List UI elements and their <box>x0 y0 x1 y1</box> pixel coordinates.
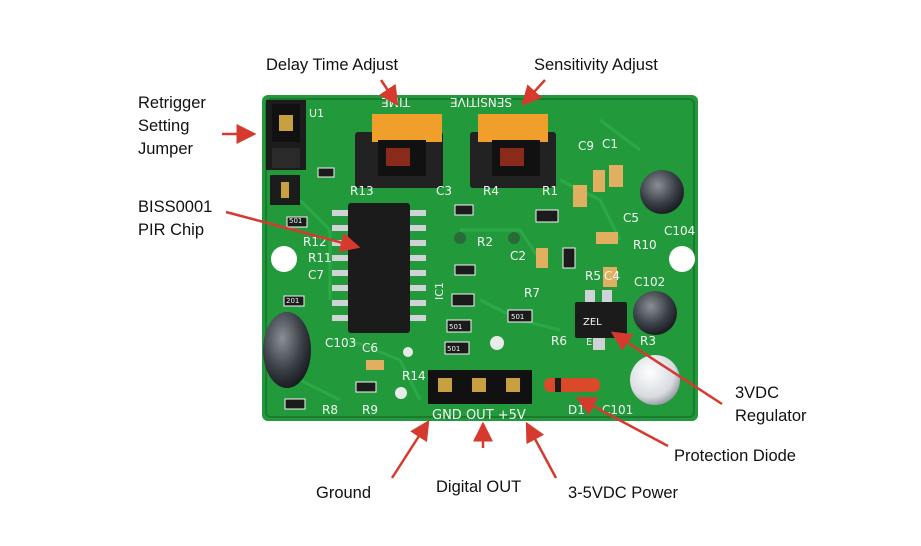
label-retrigger-line3: Jumper <box>138 140 194 158</box>
header-pins <box>428 370 532 404</box>
arrow-sensitivity <box>521 79 546 106</box>
silk-r8: R8 <box>322 403 338 417</box>
label-ground: Ground <box>316 484 372 502</box>
label-biss-line1: BISS0001 <box>138 198 213 216</box>
silk-c103: C103 <box>325 336 356 350</box>
label-protection-diode: Protection Diode <box>674 447 796 465</box>
capacitor-c101 <box>630 355 680 405</box>
label-3vdc-regulator: 3VDC Regulator <box>735 382 807 428</box>
arrow-protection-diode <box>575 396 669 448</box>
biss0001-chip <box>332 203 426 333</box>
label-biss-chip: BISS0001 PIR Chip <box>138 196 212 242</box>
silk-code7: E <box>586 337 592 348</box>
silk-c7: C7 <box>308 268 324 282</box>
silkscreen-labels: R13 R4 C3 R1 C9 C1 C5 R10 C104 R12 R11 C… <box>286 95 695 423</box>
silk-c9: C9 <box>578 139 594 153</box>
silk-r4: R4 <box>483 184 499 198</box>
label-retrigger-line2: Setting <box>138 117 190 135</box>
silk-sens-mirror: SENSITIVE <box>450 95 512 109</box>
silk-r6: R6 <box>551 334 567 348</box>
protection-diode <box>544 378 600 392</box>
arrow-ground <box>390 419 430 479</box>
label-regulator-line1: 3VDC <box>735 384 780 402</box>
chip-pins <box>332 210 426 321</box>
silk-r7: R7 <box>524 286 540 300</box>
retrigger-jumper <box>266 100 306 205</box>
mounting-hole-left <box>271 246 297 272</box>
silk-c4: C4 <box>604 269 620 283</box>
capacitor-c103 <box>263 312 311 388</box>
pin-labels: GND OUT +5V <box>432 408 526 423</box>
capacitor-c102 <box>633 291 677 335</box>
delay-time-trimmer <box>355 114 443 188</box>
capacitor-c104 <box>640 170 684 214</box>
silk-c1: C1 <box>602 137 618 151</box>
label-delay-time-adjust: Delay Time Adjust <box>266 56 399 74</box>
arrow-regulator <box>610 331 723 406</box>
sensitivity-trimmer <box>470 114 556 188</box>
silk-code1: 501 <box>289 217 302 225</box>
silk-r3: R3 <box>640 334 656 348</box>
silk-r1: R1 <box>542 184 558 198</box>
label-digital-out: Digital OUT <box>436 478 522 496</box>
callout-arrows <box>222 79 723 479</box>
silk-r12: R12 <box>303 235 327 249</box>
silk-d1: D1 <box>568 403 585 417</box>
arrow-power <box>525 421 558 479</box>
silk-c101: C101 <box>602 403 633 417</box>
arrow-delay-time <box>378 79 399 107</box>
silk-c102: C102 <box>634 275 665 289</box>
silk-code3: 501 <box>447 345 460 353</box>
silk-r5: R5 <box>585 269 601 283</box>
label-retrigger-jumper: Retrigger Setting Jumper <box>138 92 206 161</box>
label-power: 3-5VDC Power <box>568 484 679 502</box>
mounting-hole-right <box>669 246 695 272</box>
silk-code4: 201 <box>286 297 299 305</box>
silk-r10: R10 <box>633 238 657 252</box>
smd-components <box>283 165 623 410</box>
silk-code2: 501 <box>449 323 462 331</box>
voltage-regulator <box>575 290 627 350</box>
silk-c5: C5 <box>623 211 639 225</box>
silk-c2: C2 <box>510 249 526 263</box>
label-biss-line2: PIR Chip <box>138 221 205 239</box>
silk-u1: U1 <box>309 107 324 120</box>
silk-r14: R14 <box>402 369 426 383</box>
silk-r13: R13 <box>350 184 374 198</box>
silk-r9: R9 <box>362 403 378 417</box>
label-retrigger-line1: Retrigger <box>138 94 206 112</box>
silk-c104: C104 <box>664 224 695 238</box>
arrow-biss-chip <box>225 210 361 253</box>
label-regulator-line2: Regulator <box>735 407 807 425</box>
silk-c3: C3 <box>436 184 452 198</box>
silk-ic1: IC1 <box>433 282 446 300</box>
silk-code5: 501 <box>511 313 524 321</box>
silk-c6: C6 <box>362 341 378 355</box>
label-sensitivity-adjust: Sensitivity Adjust <box>534 56 658 74</box>
silk-r11: R11 <box>308 251 332 265</box>
silk-r2: R2 <box>477 235 493 249</box>
silk-code6: ZEL <box>583 317 602 328</box>
